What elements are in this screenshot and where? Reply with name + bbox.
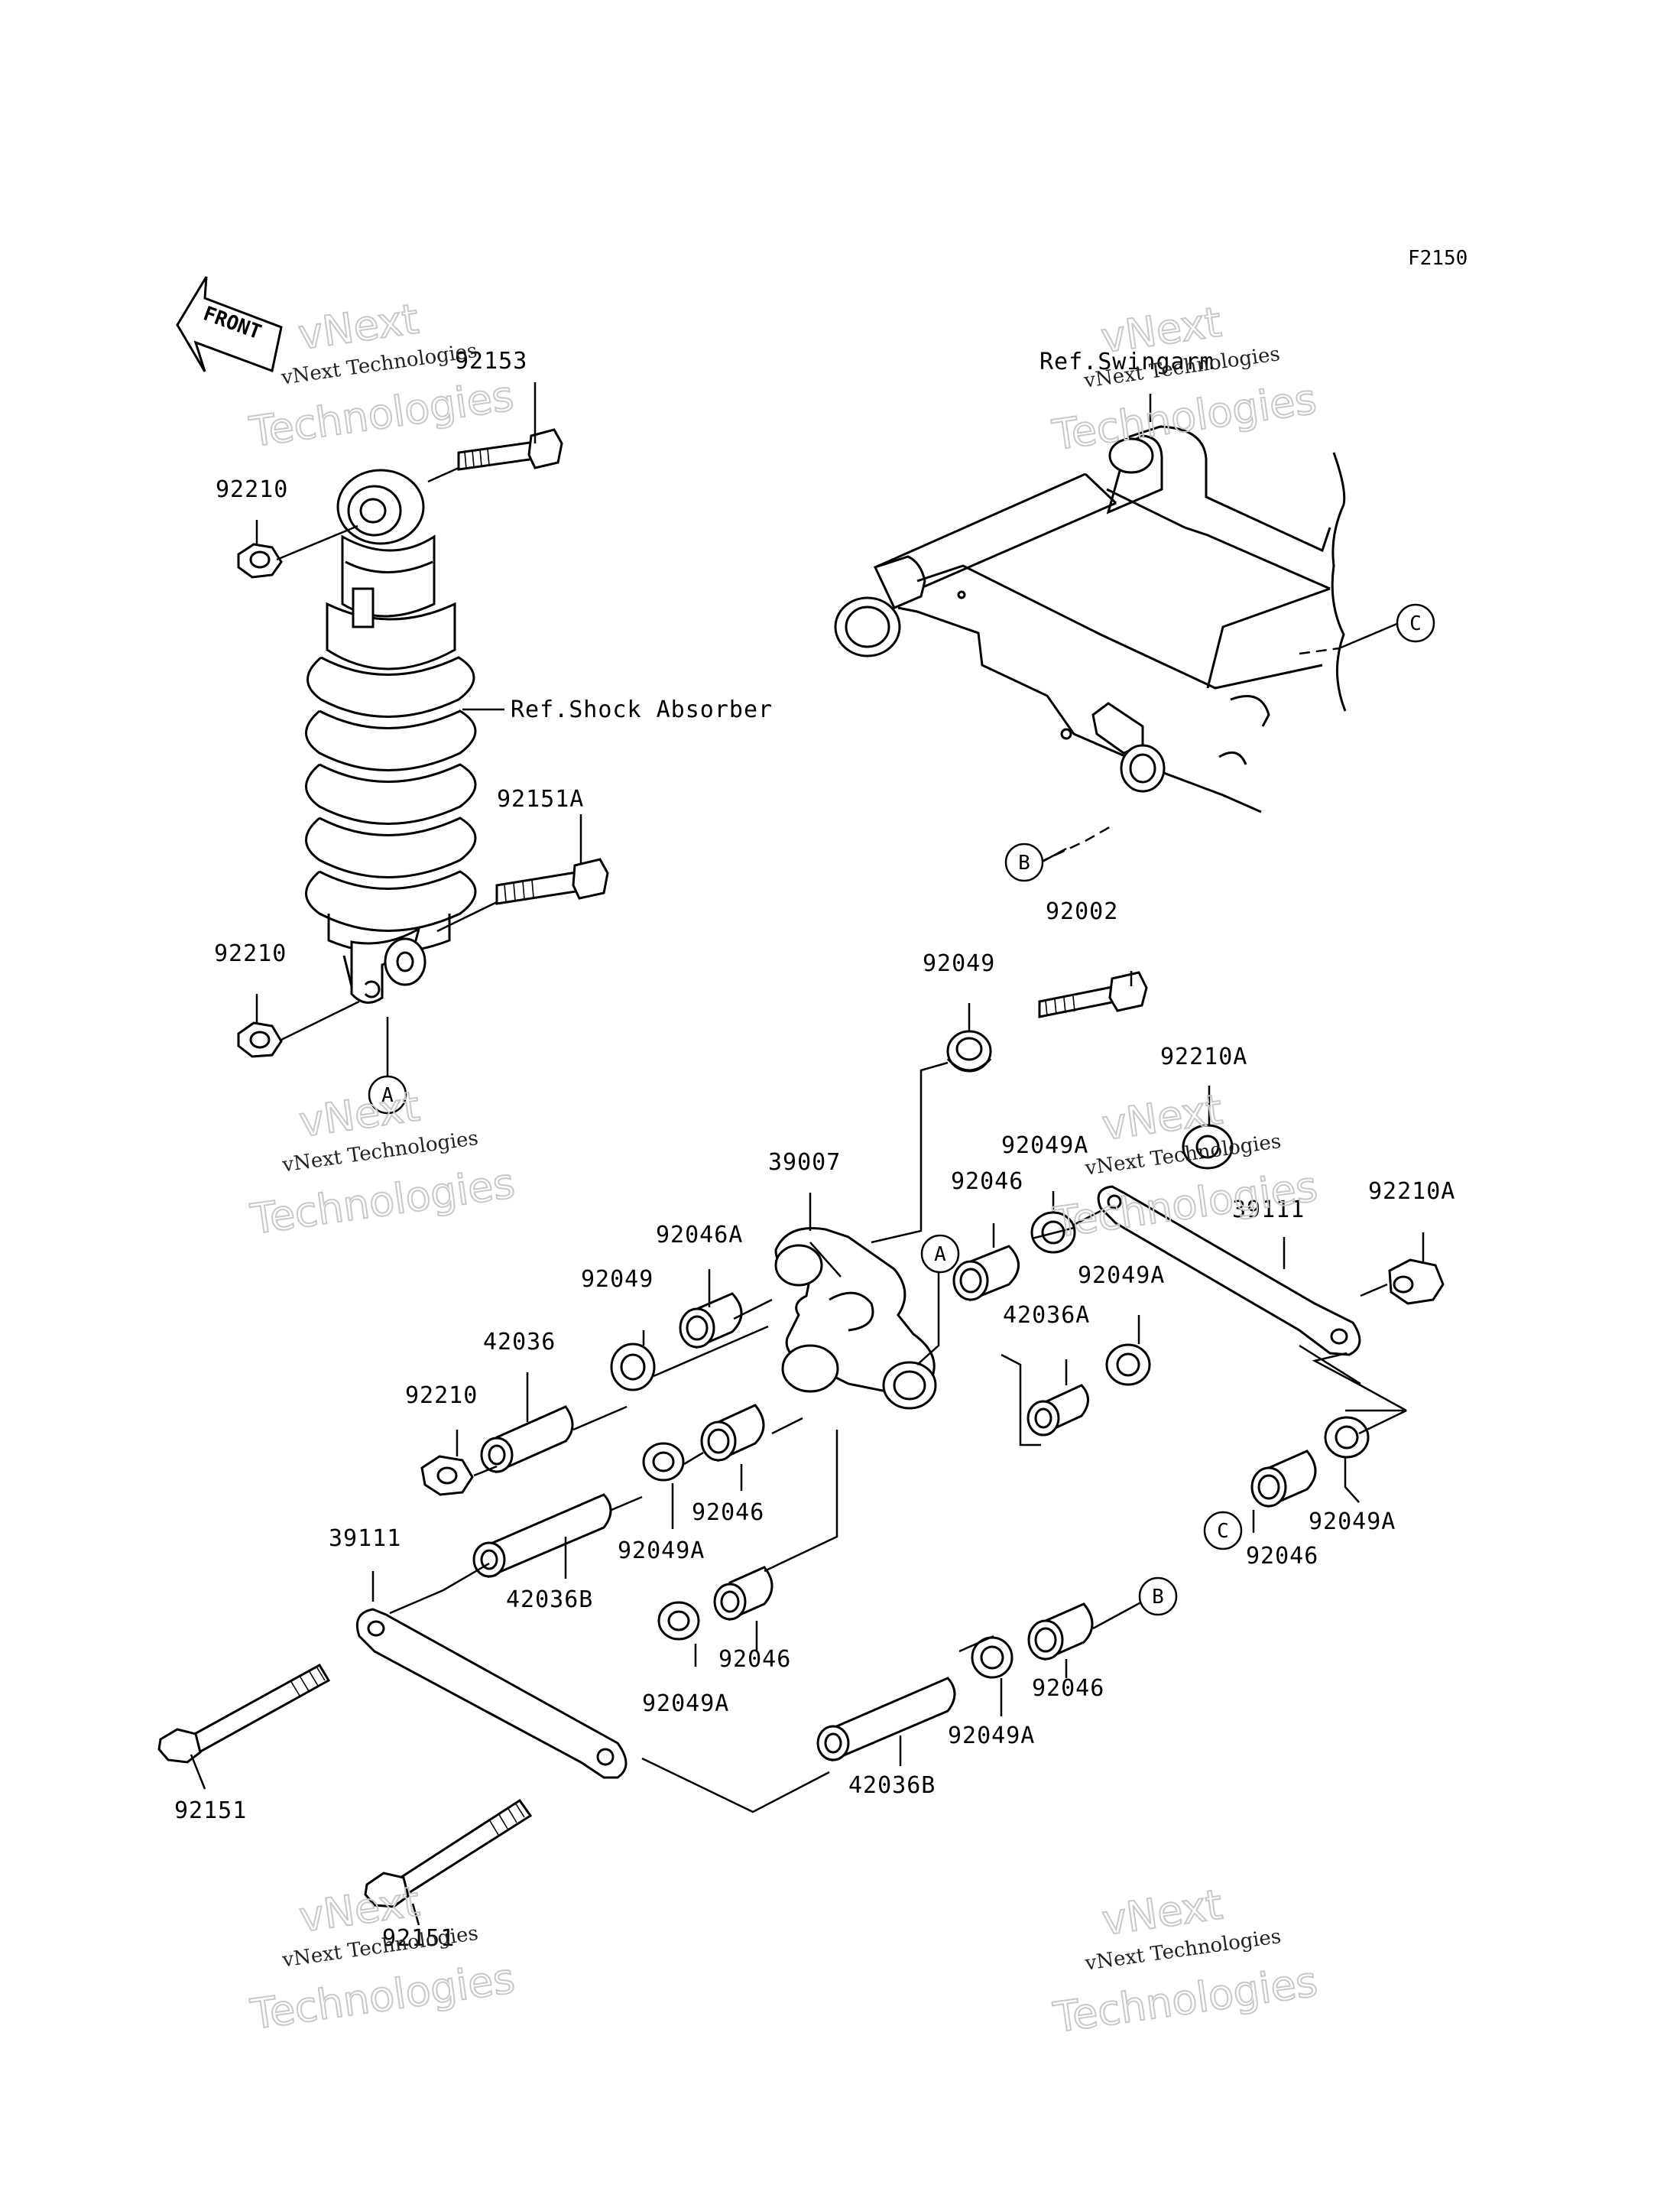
washer-92049A-low: [657, 1601, 700, 1641]
nut-92210-low: [420, 1455, 474, 1496]
part-label-92046A: 92046A: [656, 1222, 743, 1248]
part-label-92151A: 92151A: [497, 786, 584, 813]
collar-42036: [480, 1405, 574, 1474]
callout-b-bottom: B: [1138, 1576, 1178, 1616]
bearing-92046-top: [952, 1245, 1020, 1302]
collar-42036B-left: [472, 1493, 612, 1579]
part-label-92153: 92153: [455, 348, 527, 375]
part-label-42036: 42036: [483, 1329, 556, 1355]
part-label-92046-top: 92046: [951, 1168, 1023, 1195]
part-label-92151-bottom: 92151: [382, 1925, 455, 1952]
bolt-92002: [1038, 971, 1148, 1018]
washer-92049A-rc: [1324, 1416, 1370, 1459]
rocker-arm-39007: [774, 1227, 937, 1410]
callout-c-swingarm: C: [1396, 603, 1435, 643]
part-label-92046-low: 92046: [718, 1646, 791, 1673]
part-label-92049A-low: 92049A: [642, 1690, 729, 1717]
svg-text:A: A: [934, 1243, 946, 1266]
figure-code: F2150: [1408, 247, 1468, 270]
watermark-bottom-right: vNext vNext Technologies Technologies: [1049, 1879, 1321, 2042]
svg-text:B: B: [1152, 1586, 1164, 1609]
part-label-92049A-top: 92049A: [1001, 1132, 1088, 1159]
part-label-92210A-top: 92210A: [1160, 1044, 1247, 1070]
ref-swingarm-label: Ref.Swingarm: [1039, 349, 1215, 375]
svg-text:C: C: [1409, 612, 1422, 635]
watermark-bottom-left: vNext vNext Technologies Technologies: [247, 1876, 518, 2039]
part-label-92210-top: 92210: [216, 476, 288, 503]
tie-rod-39111-left: [355, 1608, 628, 1779]
bolt-92151A: [495, 858, 609, 905]
part-label-92151: 92151: [174, 1797, 247, 1824]
nut-92210A-right: [1388, 1258, 1445, 1305]
collar-42036B-br: [816, 1677, 956, 1762]
front-direction-arrow: FRONT: [176, 276, 283, 373]
bearing-92046-rc: [1250, 1450, 1317, 1508]
callout-a-shock: A: [368, 1075, 407, 1115]
part-label-92049A-left: 92049A: [618, 1537, 705, 1564]
svg-text:C: C: [1217, 1520, 1229, 1543]
collar-42036A: [1026, 1384, 1089, 1437]
nut-92210-top: [237, 543, 283, 579]
part-label-92049-left: 92049: [581, 1266, 654, 1293]
swingarm-drawing: [834, 394, 1399, 864]
part-label-92002: 92002: [1046, 898, 1118, 925]
part-label-92046-mid: 92046: [692, 1499, 764, 1526]
ref-shock-absorber-label: Ref.Shock Absorber: [511, 696, 773, 723]
bearing-92046A: [679, 1292, 743, 1349]
nut-92210A-top: [1182, 1124, 1234, 1170]
bolt-92153: [457, 428, 563, 471]
washer-92049A-mid: [1105, 1343, 1151, 1386]
tie-rod-39111-right: [1097, 1185, 1361, 1356]
part-label-92210-mid: 92210: [214, 940, 287, 967]
part-label-92210A-right: 92210A: [1368, 1178, 1455, 1205]
watermark-mid-left: vNext vNext Technologies Technologies: [247, 1081, 518, 1244]
bearing-92046-br: [1027, 1602, 1094, 1661]
callout-c-right: C: [1203, 1511, 1243, 1550]
washer-92049A-br: [971, 1636, 1014, 1679]
svg-text:A: A: [381, 1084, 394, 1107]
nut-92210-mid: [237, 1021, 283, 1058]
callout-b-swingarm: B: [1004, 843, 1044, 882]
part-label-92049-top: 92049: [923, 950, 995, 977]
bearing-92046-low: [713, 1566, 774, 1622]
bolt-92151: [157, 1663, 331, 1764]
leader-lines: [190, 971, 1425, 1926]
part-label-42036B-left: 42036B: [506, 1586, 593, 1613]
callout-a-rocker: A: [920, 1234, 960, 1274]
part-label-92049A-br: 92049A: [948, 1722, 1035, 1749]
svg-text:B: B: [1018, 852, 1030, 875]
part-label-42036B-br: 42036B: [848, 1772, 936, 1799]
part-label-39007: 39007: [768, 1149, 841, 1176]
part-label-92049A-rc: 92049A: [1309, 1508, 1396, 1535]
part-label-92210-low: 92210: [405, 1382, 478, 1409]
part-label-42036A: 42036A: [1003, 1302, 1090, 1329]
part-label-39111-left: 39111: [329, 1525, 401, 1552]
part-label-92046-br: 92046: [1032, 1675, 1104, 1702]
bearing-92046-mid: [700, 1404, 765, 1463]
part-label-39111-right: 39111: [1232, 1196, 1305, 1223]
bolt-92151-bottom: [364, 1798, 533, 1908]
washer-92049A-left: [642, 1442, 685, 1482]
washer-92049-left: [610, 1343, 656, 1391]
part-label-92046-rc: 92046: [1246, 1543, 1318, 1570]
part-label-92049A-mid: 92049A: [1078, 1262, 1165, 1289]
shock-absorber-drawing: [305, 469, 477, 1004]
washer-92049-top: [946, 1030, 992, 1073]
